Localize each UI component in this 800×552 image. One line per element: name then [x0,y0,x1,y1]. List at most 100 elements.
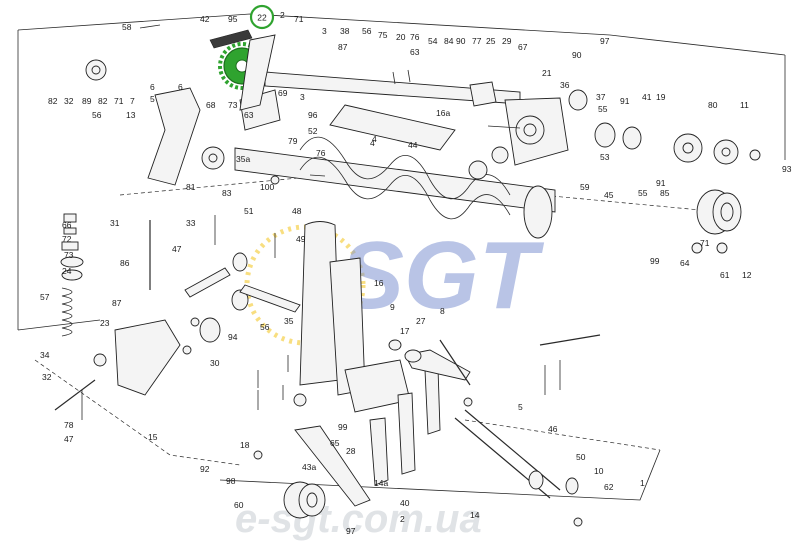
callout-label: 73 [228,100,238,110]
spring-assembly [60,213,151,337]
callout-label: 14a [374,478,388,488]
callout-label: 57 [40,292,50,302]
callout-label: 23 [100,318,110,328]
callout-label: 31 [110,218,120,228]
highlighted-callout-22[interactable]: 22 [249,4,275,30]
callout-label: 32 [42,372,52,382]
callout-label: 62 [604,482,614,492]
callout-label: 71 [114,96,124,106]
callout-label: 85 [660,188,670,198]
tine-assembly [344,339,471,486]
callout-label: 28 [346,446,356,456]
callout-label: 3 [300,92,305,102]
callout-label: 3 [322,26,327,36]
callout-label: 82 [48,96,58,106]
watermark-logo-text: SGT [340,222,545,329]
callout-label: 96 [308,110,318,120]
callout-label: 15 [148,432,158,442]
callout-label: 73 [64,250,74,260]
bottom-pulley [283,425,371,519]
callout-label: 95 [228,14,238,24]
callout-label: 87 [338,42,348,52]
lower-left-assembly [54,252,301,411]
left-bracket-13 [147,34,281,186]
callout-label: 93 [782,164,792,174]
callout-label: 36 [560,80,570,90]
callout-label: 87 [112,298,122,308]
callout-label: 68 [206,100,216,110]
callout-label: 12 [742,270,752,280]
callout-label: 56 [92,110,102,120]
housing-16 [299,221,366,396]
highlighted-callout-label: 22 [257,13,267,23]
callout-label: 97 [600,36,610,46]
callout-label: 32 [64,96,74,106]
callout-label: 80 [708,100,718,110]
callout-label: 11 [740,100,749,110]
callout-label: 5 [150,94,155,104]
callout-label: 55 [598,104,608,114]
callout-label: 45 [604,190,614,200]
callout-label: 99 [338,422,348,432]
callout-label: 21 [542,68,552,78]
callout-label: 14 [470,510,480,520]
callout-label: 83 [222,188,232,198]
callout-label: 51 [244,206,254,216]
callout-label: 16a [436,108,450,118]
callout-label: 17 [400,326,410,336]
callout-label: 54 [428,36,438,46]
callout-label: 78 [64,420,74,430]
callout-label: 35 [284,316,294,326]
callout-label: 42 [200,14,210,24]
callout-label: 53 [600,152,610,162]
callout-label: 97 [346,526,356,536]
callout-label: 63 [244,110,254,120]
callout-label: 13 [126,110,136,120]
callout-label: 55 [638,188,648,198]
callout-label: 19 [656,92,666,102]
callout-label: 4 [372,134,377,144]
callout-label: 30 [210,358,220,368]
callout-label: 94 [228,332,238,342]
small-sprockets [85,59,761,235]
callout-label: 34 [40,350,50,360]
callout-label: 71 [294,14,304,24]
auger-shaft-assembly [234,71,569,239]
callout-label: 60 [234,500,244,510]
callout-label: 16 [374,278,384,288]
callout-label: 47 [64,434,74,444]
callout-label: 1 [640,478,645,488]
callout-label: 52 [308,126,318,136]
callout-label: 8 [440,306,445,316]
callout-label: 7 [130,96,135,106]
callout-label: 50 [576,452,586,462]
callout-label: 77 [472,36,482,46]
callout-label: 84 [444,36,454,46]
callout-label: 47 [172,244,182,254]
callout-label: 37 [596,92,606,102]
callout-label: 58 [122,22,132,32]
pins-and-bolts [81,24,728,527]
right-linkage [439,334,601,499]
callout-label: 9 [390,302,395,312]
callout-label: 6 [150,82,155,92]
callout-label: 48 [292,206,302,216]
callout-label: 2 [400,514,405,524]
callout-label: 82 [98,96,108,106]
callout-label: 59 [580,182,590,192]
callout-label: 64 [680,258,690,268]
callout-label: 98 [226,476,236,486]
callout-label: 6 [178,82,183,92]
callout-label: 90 [456,36,466,46]
callout-label: 71 [700,238,710,248]
callout-label: 63 [410,47,420,57]
callout-label: 4 [370,138,375,148]
chain-95 [209,29,253,49]
callout-label: 44 [408,140,418,150]
callout-label: 46 [548,424,558,434]
callout-label: 91 [656,178,666,188]
callout-label: 81 [186,182,196,192]
callout-label: 75 [378,30,388,40]
